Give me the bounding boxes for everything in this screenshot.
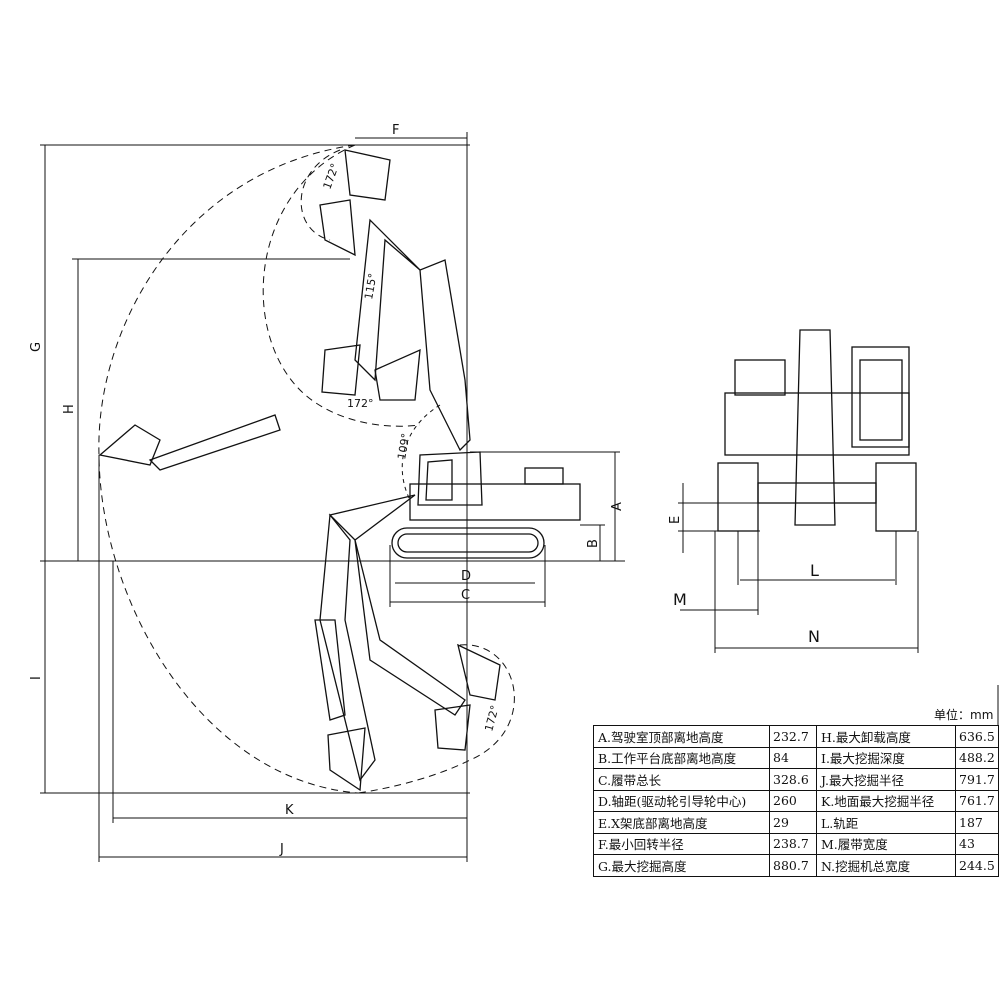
spec-label: M.履带宽度 bbox=[816, 832, 956, 855]
spec-label: B.工作平台底部离地高度 bbox=[593, 746, 770, 769]
bucket-lower-right2 bbox=[434, 704, 471, 751]
track-right bbox=[875, 462, 917, 532]
spec-value: 636.5 bbox=[955, 725, 999, 748]
undercarriage bbox=[757, 482, 877, 504]
spec-value: 260 bbox=[769, 789, 817, 812]
spec-value: 791.7 bbox=[955, 768, 999, 791]
spec-value: 29 bbox=[769, 811, 817, 834]
spec-label: H.最大卸载高度 bbox=[816, 725, 956, 748]
min-swing-envelope bbox=[262, 144, 421, 427]
label-d: D bbox=[461, 569, 471, 584]
upper-body-front bbox=[724, 392, 910, 456]
spec-label: C.履带总长 bbox=[593, 768, 770, 791]
label-c: C bbox=[461, 588, 470, 603]
spec-value: 880.7 bbox=[769, 854, 817, 877]
spec-label: K.地面最大挖掘半径 bbox=[816, 789, 956, 812]
spec-value: 488.2 bbox=[955, 746, 999, 769]
angle-label-109: 109° bbox=[395, 432, 412, 460]
spec-value: 238.7 bbox=[769, 832, 817, 855]
boom-raised bbox=[419, 259, 471, 452]
cab-front bbox=[851, 346, 910, 448]
track-left bbox=[717, 462, 759, 532]
spec-label: J.最大挖掘半径 bbox=[816, 768, 956, 791]
spec-label: A.驾驶室顶部离地高度 bbox=[593, 725, 770, 748]
label-a: A bbox=[610, 502, 625, 511]
bucket-mid2 bbox=[374, 348, 421, 401]
arm-lower-right bbox=[354, 539, 466, 716]
bucket-lower-right bbox=[457, 643, 501, 701]
label-j: J bbox=[279, 842, 284, 857]
label-i: I bbox=[29, 676, 44, 680]
label-l: L bbox=[810, 561, 819, 580]
spec-value: 187 bbox=[955, 811, 999, 834]
angle-label-115: 115° bbox=[362, 272, 379, 300]
upper-body bbox=[409, 483, 581, 521]
boom-front bbox=[794, 329, 836, 526]
spec-value: 328.6 bbox=[769, 768, 817, 791]
bucket-bottom bbox=[327, 727, 366, 792]
label-m: M bbox=[673, 590, 687, 609]
bucket-far bbox=[98, 424, 161, 466]
arm-horizontal bbox=[148, 414, 281, 471]
label-e: E bbox=[668, 516, 683, 524]
spec-label: G.最大挖掘高度 bbox=[593, 854, 770, 877]
spec-value: 84 bbox=[769, 746, 817, 769]
excavator-side-view bbox=[98, 149, 581, 792]
spec-label: L.轨距 bbox=[816, 811, 956, 834]
boom-angle-arc bbox=[401, 404, 441, 501]
label-h: H bbox=[62, 404, 77, 414]
spec-label: E.X架底部离地高度 bbox=[593, 811, 770, 834]
angle-label-bottom: 172° bbox=[482, 704, 501, 733]
max-reach-envelope bbox=[98, 144, 359, 794]
cab bbox=[417, 451, 483, 506]
label-f: F bbox=[392, 123, 399, 138]
track bbox=[391, 527, 545, 559]
unit-label: 单位：mm bbox=[934, 708, 994, 722]
bottom-bucket-arc bbox=[357, 644, 515, 794]
label-n: N bbox=[808, 627, 820, 646]
bucket-mid bbox=[321, 344, 361, 396]
excavator-front-view bbox=[717, 329, 917, 532]
boom-lower2 bbox=[314, 619, 346, 721]
spec-label: I.最大挖掘深度 bbox=[816, 746, 956, 769]
label-k: K bbox=[285, 803, 294, 818]
spec-label: N.挖掘机总宽度 bbox=[816, 854, 956, 877]
bucket-top bbox=[344, 149, 391, 201]
spec-value: 761.7 bbox=[955, 789, 999, 812]
engine-hood bbox=[524, 467, 564, 485]
spec-value: 232.7 bbox=[769, 725, 817, 748]
bucket-top2 bbox=[319, 199, 356, 257]
spec-value: 43 bbox=[955, 832, 999, 855]
spec-label: F.最小回转半径 bbox=[593, 832, 770, 855]
label-b: B bbox=[586, 539, 601, 548]
arm-raised bbox=[354, 218, 421, 382]
angle-label-top: 172° bbox=[321, 162, 342, 191]
label-g: G bbox=[29, 342, 44, 352]
boom-working bbox=[328, 494, 416, 541]
top-bucket-arc bbox=[300, 149, 341, 241]
angle-label-mid: 172° bbox=[347, 397, 374, 410]
engine-front bbox=[734, 359, 786, 396]
spec-value: 244.5 bbox=[955, 854, 999, 877]
spec-label: D.轴距(驱动轮引导轮中心) bbox=[593, 789, 770, 812]
